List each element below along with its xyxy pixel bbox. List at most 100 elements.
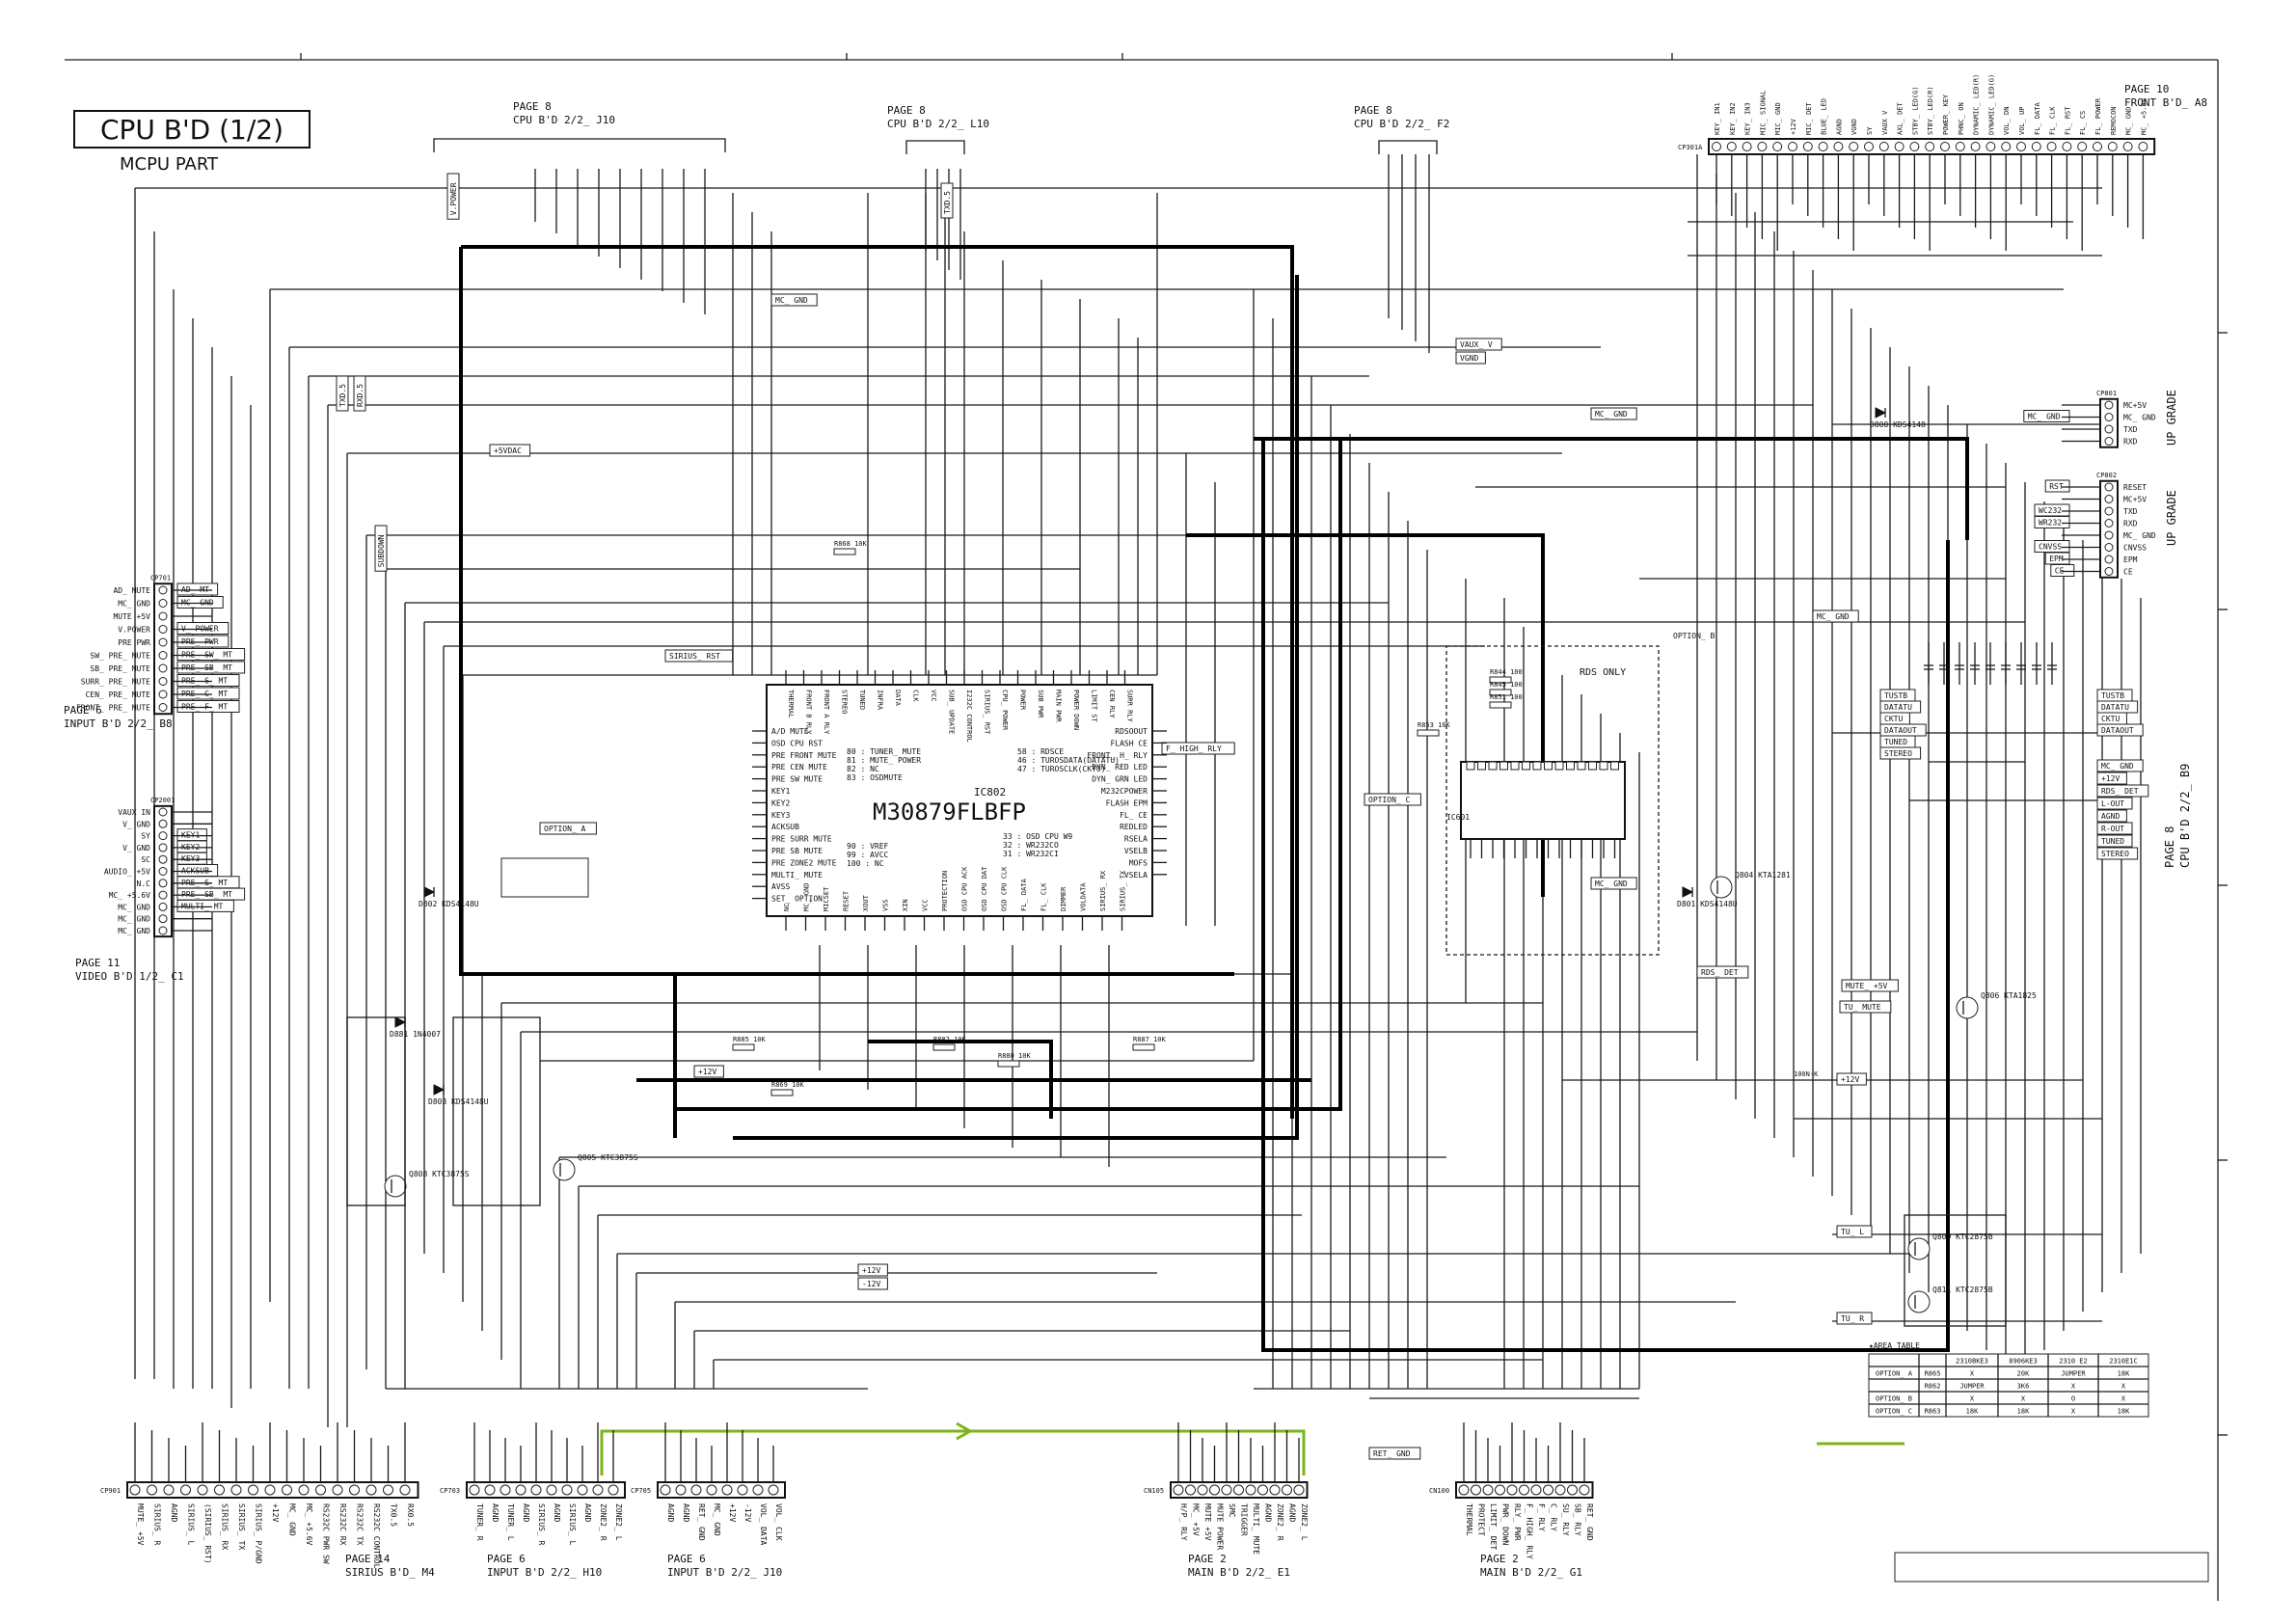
ref-input-j10-page: PAGE 6 (667, 1553, 706, 1565)
area-table-cell: 20K (2017, 1370, 2030, 1378)
ic-top-pin-label: DATA (894, 690, 902, 707)
ic-bottom-pin-label: VOLDATA (1080, 882, 1088, 911)
net-tu-mute-tag (1839, 1000, 1892, 1014)
cp703-pin (515, 1484, 527, 1496)
cp301a-pin-label: FL_ CLK (2049, 106, 2057, 135)
area-table-cell: OPTION_ A (1876, 1370, 1913, 1378)
cp705-pin (737, 1484, 748, 1496)
ic-right-pin-label: M232CPOWER (1101, 787, 1148, 796)
cp705-pin-label: AGND (682, 1503, 690, 1522)
cp2001-pin-label: MC_ +5.6V (109, 891, 151, 900)
net-tu-mute: TU_ MUTE (1844, 1003, 1881, 1012)
resistor-symbol (932, 1043, 956, 1051)
cp705-pin-label: VOL_ DATA (759, 1503, 768, 1546)
cp301a-pin-label: MC_ GND (2125, 106, 2133, 135)
title-group: CPU B'D (1/2) MCPU PART (73, 110, 311, 175)
cp802-pin-label: CE (2123, 568, 2133, 577)
cp701-pin (158, 703, 168, 712)
tuner-net: TUNED (1884, 738, 1907, 746)
cp2001-pin-label: SC (141, 855, 150, 864)
cp901-pin-label: SIRIUS_ L (187, 1503, 196, 1546)
net-mc-gnd: MC_ GND (775, 296, 808, 305)
top-brackets (433, 138, 1438, 154)
cp802-pin-label: MC_ GND (2123, 531, 2156, 540)
cp701-pin (158, 690, 168, 699)
cp2001-pin (158, 890, 168, 900)
resistor-symbol (1489, 701, 1512, 709)
cp301a-pin-label: STBY_ LED(R) (1927, 86, 1934, 135)
net-vgnd-tag (1455, 351, 1486, 365)
rds-pin (1499, 761, 1508, 771)
ic-left-pin-label: KEY1 (771, 787, 790, 796)
cp705-pin-label: +12V (728, 1503, 737, 1522)
cp802-net: WC232 (2039, 506, 2062, 515)
aux-right-net-tag (2096, 809, 2127, 823)
cp301a-pin (1788, 142, 1797, 151)
cp802-pin (2104, 495, 2114, 503)
cp2001-pin (158, 879, 168, 888)
cp901-ref: CP901 (100, 1487, 121, 1495)
cp801-body (2099, 397, 2119, 448)
cn100-pin (1506, 1484, 1518, 1496)
transistor-symbol (384, 1175, 407, 1198)
area-table-cell: OPTION_ C (1876, 1408, 1912, 1416)
cp802-net: RST (2049, 482, 2064, 491)
area-table-cell: OPTION_ B (1876, 1395, 1912, 1403)
cp802-net: CE (2055, 567, 2065, 576)
cn100-pin-label: SU_ RLY (1561, 1503, 1570, 1536)
aux-right-net-tag (2096, 847, 2139, 860)
cn100-pin-label: F_ RLY (1537, 1503, 1546, 1531)
resistor-symbol (997, 1060, 1020, 1068)
cp301a-pin (2093, 142, 2102, 151)
rds-ic-ref: IC601 (1446, 813, 1470, 822)
cp2001-pin-label: VAUX IN (118, 808, 150, 817)
area-table-cell: X (2071, 1408, 2076, 1416)
cp301a-pin-label: FL_ RST (2064, 106, 2071, 135)
cn100-pin (1530, 1484, 1542, 1496)
net-option-a: OPTION_ A (544, 825, 586, 833)
ic-left-pin-label: PRE SURR MUTE (771, 835, 832, 844)
net-mute-5v: MUTE_ +5V (1846, 982, 1888, 990)
cp901-pin-label: RS232C PWR SW (322, 1503, 331, 1564)
net-tu-l: TU_ L (1841, 1228, 1864, 1236)
cp901-pin (197, 1484, 208, 1496)
diode-label: D881 1N4007 (390, 1030, 441, 1039)
net-p12v-2: +12V (862, 1266, 880, 1275)
ic-left-pin-label: PRE ZONE2 MUTE (771, 858, 837, 867)
rds-pin (1510, 761, 1520, 771)
title-block (1894, 1552, 2209, 1583)
ic-top-pin-label: FRONT B RLY (805, 690, 813, 735)
ic-right-pin-label: VSELA (1124, 871, 1148, 880)
cp301a-pin-label: DYNAMIC_ LED(G) (1987, 74, 1995, 135)
cp2001-pin-label: MC_ GND (118, 903, 150, 911)
cp901-pin (349, 1484, 360, 1496)
ref-top-f2-page: PAGE 8 (1354, 104, 1392, 117)
ref-top-l10-page: PAGE 8 (887, 104, 926, 117)
rds-pin (1466, 761, 1475, 771)
resistor-symbol (833, 548, 856, 555)
ref-input-b8-board: INPUT B'D 2/2_ B8 (64, 717, 173, 730)
resistor-symbol (770, 1089, 794, 1096)
ic-top-pin-label: STEREO (841, 690, 849, 714)
cp701-pin (158, 677, 168, 686)
aux-right-net-tag (2096, 784, 2149, 798)
cp901-pin (264, 1484, 276, 1496)
subcircuit-outline (452, 1016, 541, 1206)
ic-top-pin-label: THERMAL (787, 690, 795, 718)
resistor-label: R851 100 (1490, 693, 1523, 701)
cp2001-pin-label: N.C (137, 880, 151, 888)
cp301a-pin (1772, 142, 1783, 151)
cp901-pin-label: RS232C RX (338, 1503, 347, 1546)
cn100-pin-label: THERMAL (1465, 1503, 1473, 1536)
cp301a-pin (1894, 142, 1904, 151)
cp703-pin (469, 1484, 480, 1496)
cp703-ref: CP703 (440, 1487, 460, 1495)
cn105-pin-label: MC_ +5V (1192, 1503, 1201, 1536)
cn100-pin (1482, 1484, 1494, 1496)
cp801-ref: CP801 (2096, 390, 2117, 397)
cp705-pin (706, 1484, 717, 1496)
net-ret-gnd-tag (1368, 1447, 1421, 1460)
cn105-pin (1293, 1484, 1305, 1496)
